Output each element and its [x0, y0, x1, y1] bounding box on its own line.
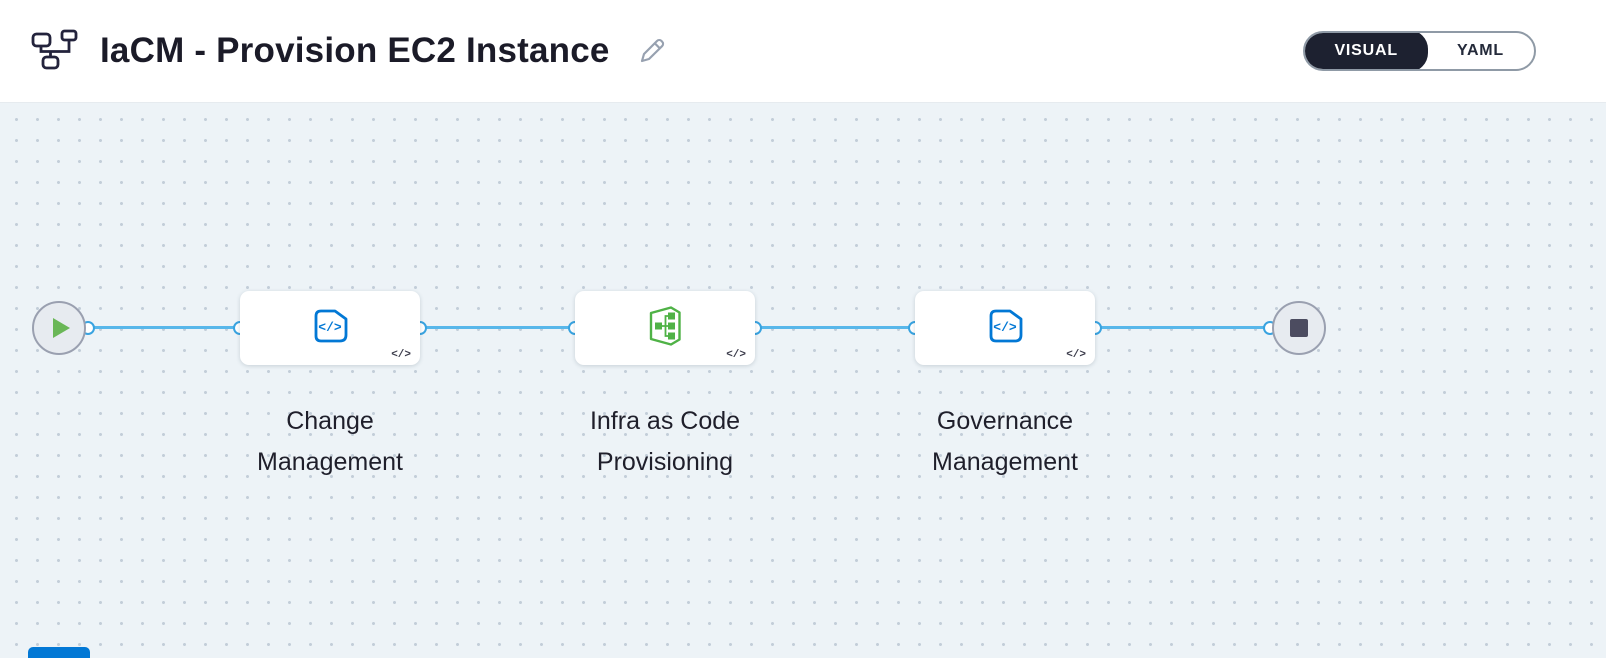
connector-line: [755, 326, 915, 329]
stage-card-infra-provisioning[interactable]: </>: [575, 291, 755, 365]
edit-pencil-icon[interactable]: [636, 35, 668, 67]
stage-label: Infra as Code Provisioning: [589, 407, 741, 476]
canvas-bottom-button-partial[interactable]: [28, 647, 90, 658]
stop-icon: [1290, 319, 1308, 337]
iacm-code-stage-icon: </>: [308, 304, 352, 353]
stage-label: Change Management: [257, 407, 403, 476]
connector-line: [420, 326, 575, 329]
stage-label: Governance Management: [932, 407, 1078, 476]
pipeline-icon: [30, 29, 80, 73]
iacm-code-stage-icon: </>: [983, 304, 1027, 353]
connector-line: [88, 326, 240, 329]
pipeline-canvas[interactable]: </> </> Change Management </> Infra as C…: [0, 103, 1606, 658]
svg-text:</>: </>: [318, 320, 342, 335]
pipeline-header: IaCM - Provision EC2 Instance VISUAL YAM…: [0, 0, 1606, 103]
stage-yaml-badge[interactable]: </>: [391, 349, 411, 361]
stage-card-governance-management[interactable]: </> </>: [915, 291, 1095, 365]
page-title: IaCM - Provision EC2 Instance: [100, 31, 610, 70]
end-node[interactable]: [1272, 301, 1326, 355]
svg-text:</>: </>: [993, 320, 1017, 335]
stage-card-change-management[interactable]: </> </>: [240, 291, 420, 365]
visual-yaml-toggle: VISUAL YAML: [1303, 31, 1536, 71]
play-icon: [53, 318, 70, 338]
connector-line: [1095, 326, 1270, 329]
infra-provisioning-icon: [642, 303, 688, 354]
visual-toggle-button[interactable]: VISUAL: [1305, 33, 1428, 69]
start-node[interactable]: [32, 301, 86, 355]
stage-yaml-badge[interactable]: </>: [1066, 349, 1086, 361]
yaml-toggle-button[interactable]: YAML: [1456, 42, 1504, 59]
stage-yaml-badge[interactable]: </>: [726, 349, 746, 361]
